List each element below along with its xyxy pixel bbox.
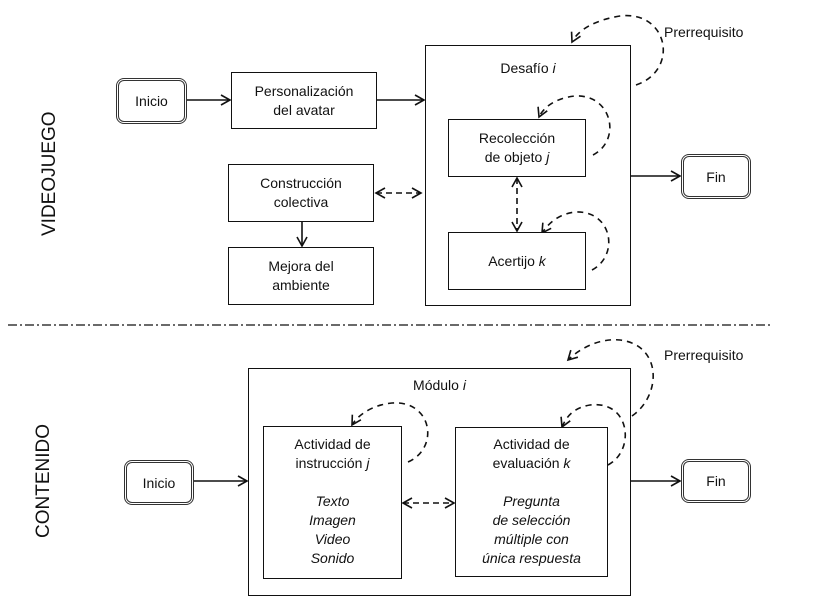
prerequisite-label-top: Prerrequisito	[664, 24, 744, 40]
construction-line1: Construcción	[260, 175, 342, 191]
evaluation-item: única respuesta	[482, 550, 581, 566]
environment-line1: Mejora del	[268, 258, 334, 274]
instruction-activity-box: Actividad de instrucción j Texto Imagen …	[263, 426, 402, 579]
riddle-index: k	[538, 252, 546, 269]
challenge-title-text: Desafío	[500, 60, 549, 76]
loop-recoleccion	[537, 95, 611, 156]
evaluation-line1: Actividad de	[493, 436, 570, 452]
module-title-text: Módulo	[413, 377, 459, 393]
environment-line2: ambiente	[272, 277, 330, 293]
instruction-line1: Actividad de	[294, 436, 371, 452]
end-label-bottom: Fin	[706, 473, 726, 489]
evaluation-item: múltiple con	[494, 531, 569, 547]
evaluation-line2: evaluación k	[493, 454, 571, 473]
start-node-contenido: Inicio	[124, 460, 194, 505]
object-collection-box: Recolección de objeto j	[448, 119, 586, 177]
avatar-line1: Personalización	[254, 82, 354, 99]
end-label: Fin	[706, 168, 726, 185]
prerequisite-label-bottom: Prerrequisito	[664, 347, 744, 363]
evaluation-index: k	[563, 455, 571, 471]
module-title: Módulo i	[249, 377, 630, 393]
construction-line2: colectiva	[273, 194, 329, 210]
start-label: Inicio	[135, 93, 168, 109]
avatar-line2: del avatar	[273, 101, 335, 118]
instruction-item: Video	[314, 531, 351, 547]
end-node-contenido: Fin	[681, 459, 751, 503]
instruction-line2: instrucción j	[296, 454, 370, 473]
avatar-customization-box: Personalización del avatar	[231, 72, 377, 129]
collection-line1: Recolección	[478, 130, 556, 146]
module-container: Módulo i	[248, 368, 631, 596]
loop-acertijo	[541, 211, 610, 271]
environment-improvement-box: Mejora del ambiente	[228, 247, 374, 305]
module-index: i	[462, 377, 466, 393]
evaluation-activity-box: Actividad de evaluación k Pregunta de se…	[455, 427, 608, 577]
instruction-item: Texto	[315, 493, 350, 509]
loop-evaluacion	[560, 404, 627, 466]
evaluation-item: de selección	[492, 512, 571, 528]
section-label-videojuego: VIDEOJUEGO	[39, 111, 60, 236]
collection-line2-text: de objeto	[484, 149, 543, 165]
challenge-container: Desafío i	[425, 45, 631, 306]
start-node-videojuego: Inicio	[116, 78, 187, 124]
evaluation-line2-text: evaluación	[492, 455, 560, 471]
end-node-videojuego: Fin	[681, 154, 751, 199]
instruction-index: j	[366, 455, 370, 471]
section-label-contenido: CONTENIDO	[33, 424, 54, 538]
loop-modulo-prerequisite	[566, 338, 654, 417]
challenge-index: i	[552, 60, 556, 76]
instruction-item: Sonido	[310, 550, 355, 566]
start-label-bottom: Inicio	[142, 474, 176, 491]
collective-construction-box: Construcción colectiva	[228, 164, 374, 222]
riddle-label-text: Acertijo	[488, 252, 535, 269]
instruction-item: Imagen	[309, 512, 356, 528]
riddle-box: Acertijo k	[448, 232, 586, 290]
collection-line2: de objeto j	[485, 148, 550, 167]
instruction-line2-text: instrucción	[295, 455, 363, 471]
riddle-label: Acertijo k	[488, 252, 546, 271]
loop-desafio-prerequisite	[570, 14, 664, 86]
evaluation-item: Pregunta	[503, 493, 560, 509]
challenge-title: Desafío i	[426, 60, 630, 76]
collection-index: j	[546, 149, 550, 165]
loop-instruccion	[351, 402, 429, 463]
